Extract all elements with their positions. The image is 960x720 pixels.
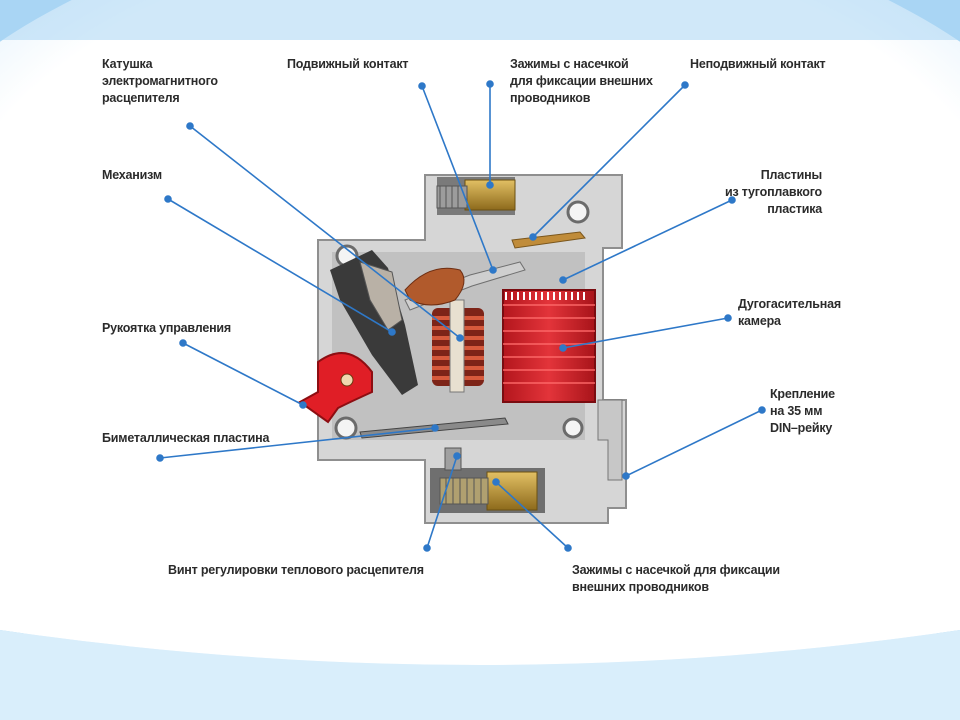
label-fixed-contact: Неподвижный контакт xyxy=(690,57,826,71)
leader-coil xyxy=(186,122,464,342)
label-din-mount: Крепление на 35 мм DIN–рейку xyxy=(770,387,835,435)
leader-plates xyxy=(559,196,736,284)
top-terminal-clamp xyxy=(436,177,516,215)
leader-mechanism xyxy=(164,195,396,336)
bottom-terminal-clamp xyxy=(430,468,545,513)
arc-extinguishing-chamber xyxy=(502,289,596,403)
leader-moving-contact xyxy=(418,82,497,274)
label-mechanism: Механизм xyxy=(102,168,162,182)
circuit-breaker xyxy=(298,174,627,524)
mechanism-lever xyxy=(330,250,418,395)
label-coil: Катушка электромагнитного расцепителя xyxy=(102,57,218,105)
leader-lines xyxy=(156,80,766,552)
label-clamps-top: Зажимы с насечкой для фиксации внешних п… xyxy=(510,57,653,105)
electromagnetic-coil xyxy=(432,299,484,393)
label-moving-contact: Подвижный контакт xyxy=(287,57,409,71)
fixed-contact xyxy=(511,231,586,249)
label-handle: Рукоятка управления xyxy=(102,321,232,335)
leader-bimetal xyxy=(156,424,439,462)
leader-fixed-contact xyxy=(529,81,689,241)
copper-braid xyxy=(404,267,465,306)
din-rail-clip xyxy=(597,399,623,481)
leader-din-mount xyxy=(622,406,766,480)
mechanism-latch xyxy=(359,261,403,331)
control-handle xyxy=(298,352,373,424)
label-bimetal: Биметаллическая пластина xyxy=(102,431,270,445)
leader-handle xyxy=(179,339,307,409)
leader-clamps-bottom xyxy=(492,478,572,552)
label-adjust-screw: Винт регулировки теплового расцепителя xyxy=(168,563,424,577)
leader-adjust-screw xyxy=(423,452,461,552)
label-clamps-bottom: Зажимы с насечкой для фиксации внешних п… xyxy=(572,563,780,594)
label-plates: Пластины из тугоплавкого пластика xyxy=(725,168,822,216)
leader-arc-chamber xyxy=(559,314,732,352)
mounting-hole xyxy=(334,416,358,440)
leader-clamps-top xyxy=(486,80,494,189)
mounting-hole xyxy=(562,417,584,439)
label-arc-chamber: Дугогасительная камера xyxy=(738,297,841,328)
mounting-hole xyxy=(566,200,590,224)
